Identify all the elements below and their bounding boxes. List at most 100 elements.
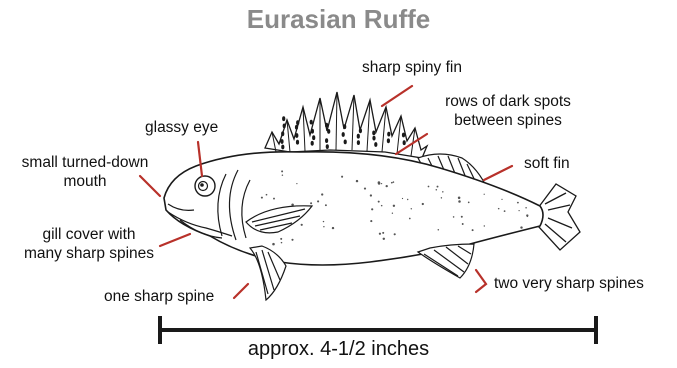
- body-speckle: [291, 239, 293, 241]
- body-speckle: [379, 233, 381, 235]
- body-speckle: [266, 194, 268, 196]
- body-speckle: [370, 220, 372, 222]
- body-speckle: [517, 202, 519, 204]
- label-soft-fin: soft fin: [524, 154, 570, 173]
- body-speckle: [411, 208, 412, 209]
- label-rows-of-spots-line2: between spines: [424, 111, 592, 130]
- fish-eye: [195, 176, 215, 196]
- label-rows-of-spots-line1: rows of dark spots: [424, 92, 592, 111]
- body-speckle: [437, 186, 439, 188]
- body-speckle: [281, 242, 283, 244]
- label-gill-cover-line2: many sharp spines: [6, 244, 172, 263]
- fin-spot: [359, 128, 362, 133]
- body-speckle: [371, 208, 373, 210]
- body-speckle: [364, 188, 366, 190]
- body-speckle: [391, 182, 393, 184]
- label-mouth-line1: small turned-down: [10, 153, 160, 172]
- label-one-spine: one sharp spine: [104, 287, 214, 306]
- label-two-spines: two very sharp spines: [494, 274, 644, 293]
- body-speckle: [356, 180, 358, 182]
- body-speckle: [392, 213, 393, 214]
- body-speckle: [484, 225, 485, 226]
- body-speckle: [520, 226, 522, 228]
- body-speckle: [381, 205, 383, 207]
- body-speckle: [453, 216, 455, 218]
- body-speckle: [378, 181, 381, 184]
- scale-label: approx. 4-1/2 inches: [0, 338, 677, 361]
- body-speckle: [422, 203, 424, 205]
- label-sharp-spiny-fin: sharp spiny fin: [362, 58, 462, 77]
- body-speckle: [341, 176, 343, 178]
- body-speckle: [261, 197, 263, 199]
- body-speckle: [382, 232, 384, 234]
- fish-body: [164, 152, 543, 265]
- body-speckle: [498, 208, 500, 210]
- fin-spot: [325, 138, 328, 143]
- body-speckle: [383, 238, 385, 240]
- fin-spot: [283, 124, 286, 129]
- body-speckle: [438, 229, 440, 231]
- body-speckle: [525, 207, 527, 209]
- fin-spot: [342, 132, 345, 137]
- body-speckle: [332, 227, 334, 229]
- fin-spot: [311, 129, 314, 134]
- body-speckle: [461, 216, 463, 218]
- fin-spot: [312, 135, 315, 140]
- body-speckle: [273, 198, 275, 200]
- fin-spot: [372, 131, 375, 136]
- fin-spot: [344, 140, 347, 145]
- anal-fin: [418, 244, 474, 278]
- label-mouth-line2: mouth: [10, 172, 160, 191]
- body-speckle: [409, 218, 411, 220]
- fin-spot: [402, 133, 405, 138]
- body-speckle: [468, 202, 470, 204]
- body-speckle: [402, 198, 403, 199]
- label-gill-cover-line1: gill cover with: [6, 225, 172, 244]
- body-speckle: [442, 191, 443, 192]
- fin-spot: [296, 140, 299, 145]
- body-speckle: [394, 233, 396, 235]
- fin-spot: [387, 138, 390, 143]
- body-speckle: [386, 185, 388, 187]
- body-speckle: [378, 201, 380, 203]
- fin-spot: [326, 144, 329, 149]
- body-speckle: [484, 194, 485, 195]
- body-speckle: [317, 200, 319, 202]
- fin-spot: [357, 140, 360, 145]
- body-speckle: [407, 199, 408, 200]
- pointer-two-spines: [476, 270, 486, 292]
- body-speckle: [458, 200, 461, 203]
- body-speckle: [325, 204, 327, 206]
- fin-spot: [281, 145, 284, 150]
- body-speckle: [436, 189, 438, 191]
- body-speckle: [370, 194, 372, 196]
- fin-spot: [327, 129, 330, 134]
- body-speckle: [462, 223, 464, 225]
- fin-spot: [296, 120, 299, 125]
- body-speckle: [381, 183, 382, 184]
- body-speckle: [301, 224, 303, 226]
- body-speckle: [296, 183, 297, 184]
- fin-spot: [311, 141, 314, 146]
- body-speckle: [472, 229, 474, 231]
- body-speckle: [504, 210, 506, 212]
- fin-spot: [403, 140, 406, 145]
- body-speckle: [282, 174, 283, 175]
- label-mouth: small turned-down mouth: [10, 153, 160, 191]
- fin-spot: [372, 136, 375, 141]
- label-glassy-eye: glassy eye: [145, 118, 218, 137]
- fin-spot: [295, 125, 298, 130]
- body-speckle: [281, 170, 283, 172]
- fin-spot: [281, 131, 284, 136]
- body-speckle: [393, 205, 395, 207]
- body-speckle: [458, 197, 461, 200]
- body-speckle: [321, 193, 323, 195]
- body-speckle: [441, 197, 442, 198]
- fin-spot: [280, 139, 283, 144]
- body-speckle: [323, 226, 324, 227]
- fin-spot: [282, 116, 285, 121]
- body-speckle: [527, 216, 528, 217]
- fin-spot: [295, 133, 298, 138]
- fin-spot: [310, 120, 313, 125]
